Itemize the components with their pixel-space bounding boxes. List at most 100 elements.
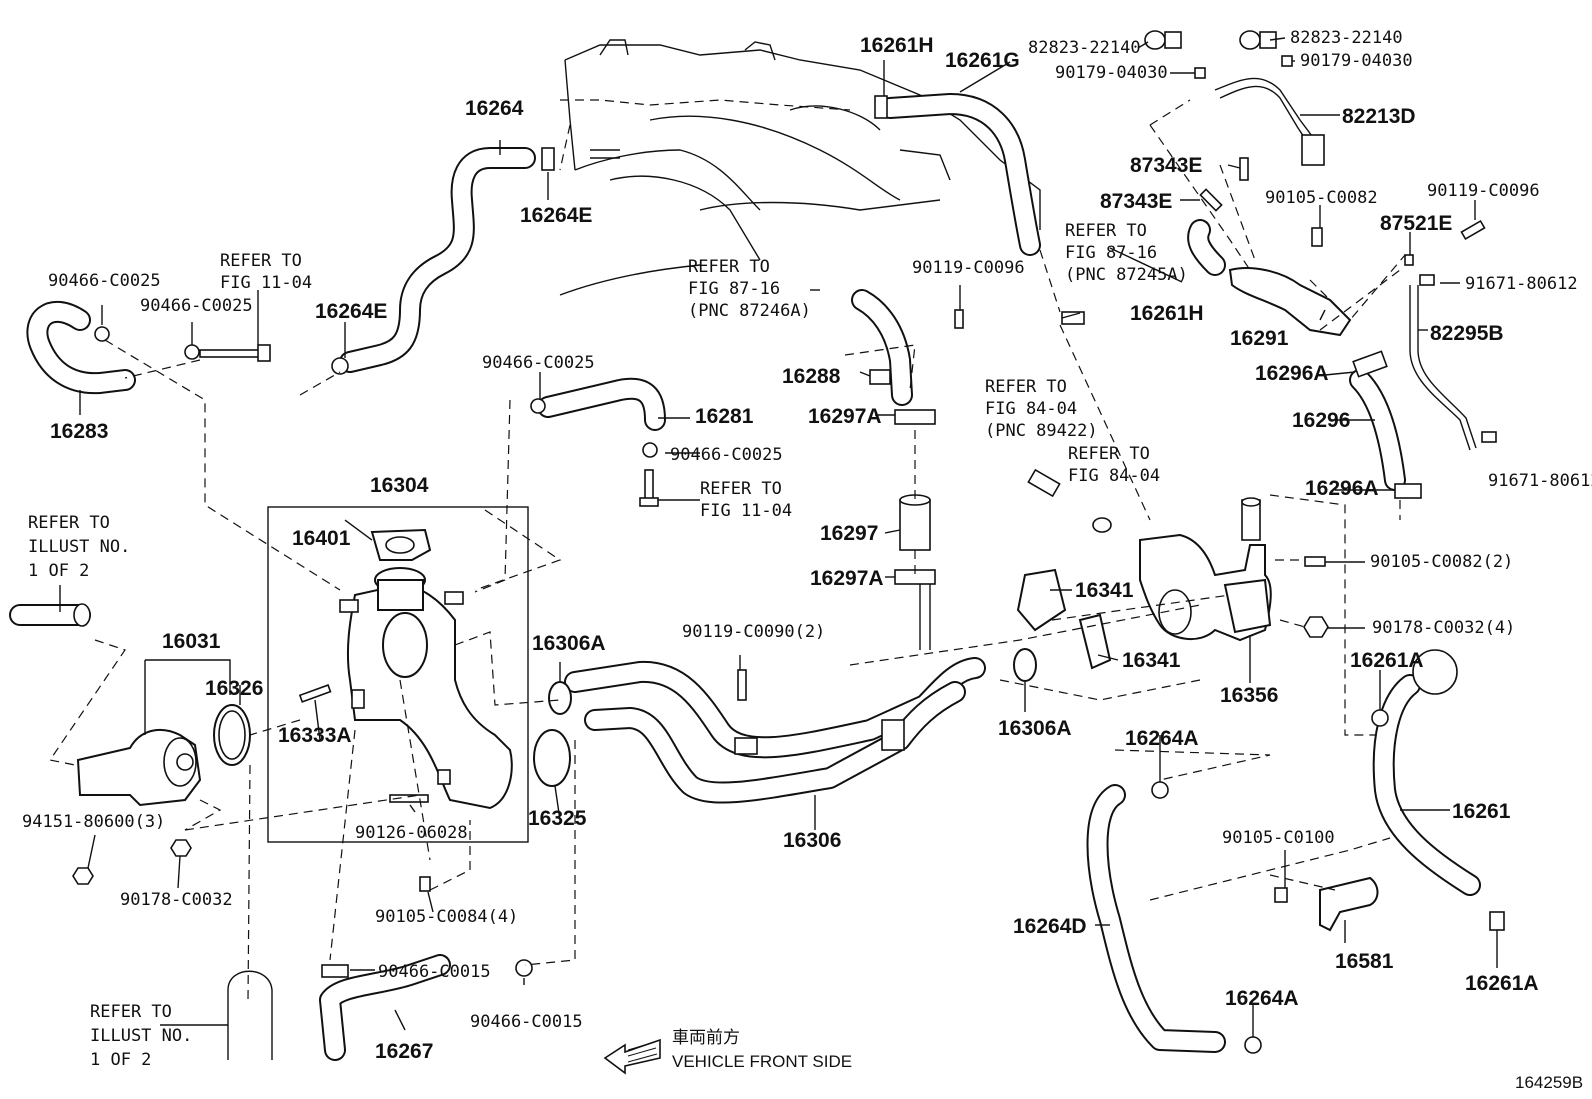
bolt-fig1104 (199, 349, 261, 358)
label-16291: 16291 (1230, 327, 1289, 350)
clamp-90466-b (184, 344, 200, 360)
bracket-16581 (1319, 876, 1379, 932)
hose-16281 (537, 377, 666, 431)
label-82295B: 82295B (1430, 322, 1504, 345)
stud-16333A (298, 684, 332, 703)
water-pipe-16306 (564, 580, 986, 804)
nut-90179-b (1281, 55, 1293, 67)
ref-illust-bottom-line2: ILLUST NO. (90, 1026, 192, 1046)
part-labels: 16261H 16261G 82823-22140 82823-22140 90… (22, 28, 1592, 1092)
clamp-16261H-lower (1061, 311, 1085, 325)
label-90466-c0025-a: 90466-C0025 (48, 271, 161, 291)
label-90119-c0090: 90119-C0090(2) (682, 622, 825, 642)
water-outlet-housing-16304 (267, 506, 529, 843)
label-90466-c0025-d: 90466-C0025 (670, 445, 783, 465)
hose-16267 (319, 954, 451, 1061)
clamp-16261H-upper (874, 95, 888, 119)
label-91671-b: 91671-80612 (1488, 471, 1592, 491)
connector-16291 (1187, 219, 1352, 337)
gasket-16341-b (1078, 613, 1112, 670)
gasket-16401 (370, 528, 432, 561)
bolt-90119-c0096-left (954, 309, 964, 329)
label-16306A-a: 16306A (532, 632, 606, 655)
label-90119-c0096-left: 90119-C0096 (912, 258, 1025, 278)
label-90466-c0015-b: 90466-C0015 (470, 1012, 583, 1032)
sensor-82823-b (1239, 30, 1261, 50)
gasket-16341-a (1016, 568, 1067, 632)
bolt-90119-c0090 (737, 669, 747, 701)
clamp-16261A-b (1489, 911, 1505, 931)
clamp-90466-c (530, 398, 546, 414)
label-16261G: 16261G (945, 49, 1020, 72)
nut-90178-c0032 (170, 839, 192, 857)
bracket-16288 (869, 369, 891, 385)
hose-16296 (1349, 369, 1406, 491)
clamp-16261A-a (1371, 709, 1389, 727)
label-16341-b: 16341 (1122, 649, 1181, 672)
label-90126: 90126-06028 (355, 823, 468, 843)
ref-fig1104-a-line1: REFER TO (220, 251, 302, 271)
label-16297: 16297 (820, 522, 878, 545)
label-94151: 94151-80600(3) (22, 812, 165, 832)
tube-16297 (899, 494, 931, 551)
ref-illust-top-line3: 1 OF 2 (28, 561, 89, 581)
ref-illust-top-line2: ILLUST NO. (28, 537, 130, 557)
label-90105-c0082-2: 90105-C0082(2) (1370, 552, 1513, 572)
label-16296A-a: 16296A (1255, 362, 1329, 385)
ref-fig8404-a-line3: (PNC 89422) (985, 421, 1098, 441)
clip-87521E (1404, 254, 1414, 266)
label-16341-a: 16341 (1075, 579, 1134, 602)
gasket-16326 (213, 704, 251, 766)
label-16333A: 16333A (278, 724, 352, 747)
bolt-94151 (72, 867, 94, 885)
hose-illust-bottom (227, 970, 273, 1060)
hose-illust-top (9, 603, 91, 627)
hose-16261 (1372, 649, 1481, 896)
nut-90179-a (1194, 67, 1206, 79)
water-housing-16356 (1139, 497, 1272, 642)
label-16297A-b: 16297A (810, 567, 884, 590)
label-90466-c0025-c: 90466-C0025 (482, 353, 595, 373)
ref-fig1104-b-line1: REFER TO (700, 479, 782, 499)
label-16264: 16264 (465, 97, 524, 120)
label-16264A-a: 16264A (1125, 727, 1199, 750)
clamp-16264E-upper (541, 147, 555, 171)
diagram-id: 164259B (1515, 1073, 1583, 1092)
clamp-90466-a (94, 326, 110, 342)
gasket-16306A-b (1013, 648, 1037, 682)
label-16297A-a: 16297A (808, 405, 882, 428)
label-87521E: 87521E (1380, 212, 1452, 235)
label-16031: 16031 (162, 630, 221, 653)
label-16306A-b: 16306A (998, 717, 1072, 740)
ref-fig8716-b-line1: REFER TO (1065, 221, 1147, 241)
label-90466-c0025-b: 90466-C0025 (140, 296, 253, 316)
ref-fig8404-a-line1: REFER TO (985, 377, 1067, 397)
bolt-90105-c0082-2 (1304, 556, 1326, 567)
ref-fig8716-a-line3: (PNC 87246A) (688, 301, 811, 321)
label-90179-a: 90179-04030 (1055, 63, 1168, 83)
ref-fig8716-b-line2: FIG 87-16 (1065, 243, 1157, 263)
wire-82295B (1409, 285, 1477, 451)
clamp-16264A-b (1244, 1036, 1262, 1054)
label-90179-b: 90179-04030 (1300, 51, 1413, 71)
ref-fig8404-b-line1: REFER TO (1068, 444, 1150, 464)
label-16283: 16283 (50, 420, 108, 443)
ref-fig8404-b-line2: FIG 84-04 (1068, 466, 1160, 486)
label-16264D: 16264D (1013, 915, 1087, 938)
thermostat-housing-16031 (76, 728, 202, 807)
ref-fig1104-a-line2: FIG 11-04 (220, 273, 312, 293)
ref-fig8404-a-line2: FIG 84-04 (985, 399, 1077, 419)
vehicle-front-arrow-icon (603, 1038, 661, 1075)
bolt-90105-c0084 (419, 876, 431, 892)
ref-illust-bottom-line3: 1 OF 2 (90, 1050, 151, 1070)
label-16261H-b: 16261H (1130, 302, 1204, 325)
small-parts (72, 30, 1505, 1054)
label-82213D: 82213D (1342, 105, 1416, 128)
gasket-16306A-a (548, 681, 572, 715)
label-16261: 16261 (1452, 800, 1511, 823)
label-16264E-upper: 16264E (520, 204, 592, 227)
label-16296A-b: 16296A (1305, 477, 1379, 500)
label-90105-c0084: 90105-C0084(4) (375, 907, 518, 927)
ref-illust-bottom-line1: REFER TO (90, 1002, 172, 1022)
